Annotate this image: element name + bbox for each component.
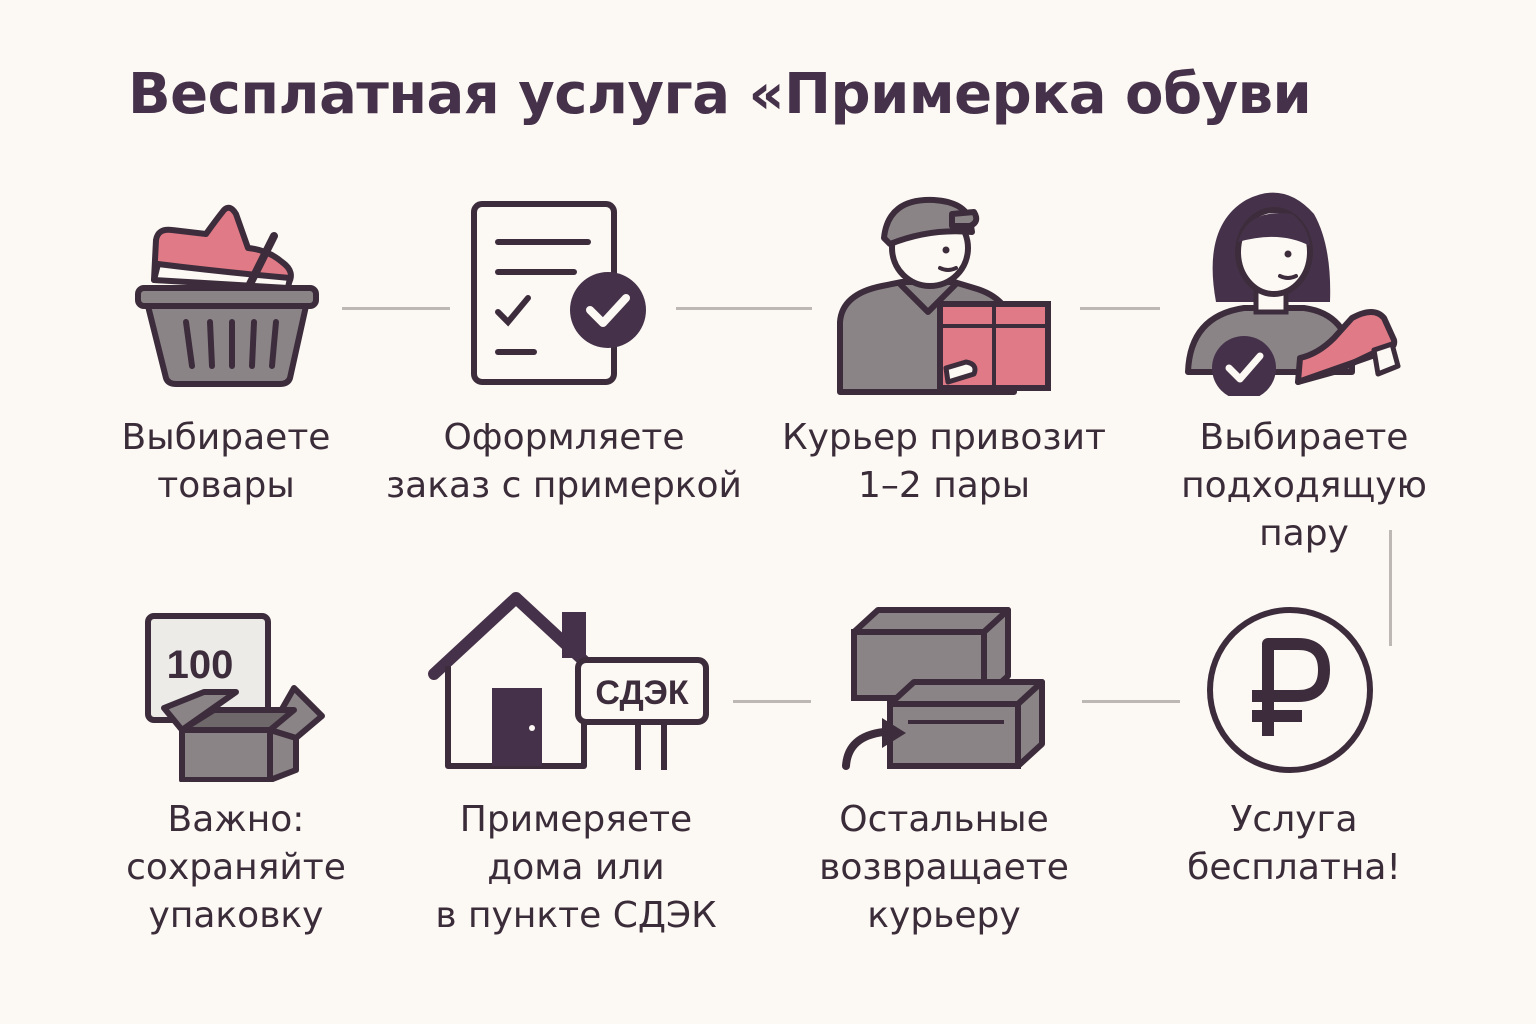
return-boxes-icon — [842, 607, 1045, 770]
price-box-icon: 100 — [145, 613, 325, 782]
connector-5-6 — [1082, 700, 1180, 703]
cdek-sign-text: СДЭК — [595, 674, 689, 712]
step-label: Услуга бесплатна! — [1187, 799, 1401, 888]
step-label: Выбираете подходящую пару — [1181, 417, 1427, 554]
step-label: Примеряете дома или в пункте СДЭК — [435, 799, 717, 936]
woman-shoe-icon — [1185, 192, 1401, 396]
step-label: Оформляете заказ с примеркой — [386, 417, 742, 506]
price-tag-text: 100 — [167, 643, 234, 687]
step-label: Остальные возвращаете курьеру — [819, 799, 1069, 936]
step-label: Курьер привозит 1–2 пары — [782, 417, 1106, 506]
connector-6-7 — [733, 700, 811, 703]
connector-1-2 — [342, 307, 450, 310]
connector-3-4 — [1080, 307, 1160, 310]
connector-2-3 — [676, 307, 812, 310]
page-title: Весплатная услуга «Примерка обуви — [128, 62, 1312, 127]
connector-4-5 — [1389, 530, 1392, 646]
order-checklist-icon — [471, 201, 646, 385]
courier-box-icon — [837, 196, 1051, 395]
step-label: Важно: сохраняйте упаковку — [126, 799, 346, 936]
ruble-icon — [1207, 607, 1373, 773]
house-cdek-icon: СДЭК — [428, 592, 709, 770]
step-label: Выбираете товары — [121, 417, 331, 506]
shoe-basket-icon — [135, 204, 319, 387]
